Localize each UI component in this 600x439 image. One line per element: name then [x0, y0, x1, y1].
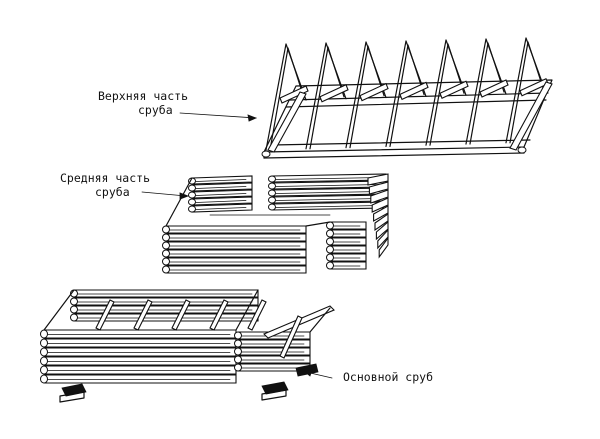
- log-course: [70, 289, 259, 298]
- log-course: [40, 365, 237, 375]
- log-course: [162, 257, 307, 266]
- log-course: [326, 253, 367, 262]
- base-frame-drawing: [40, 289, 335, 403]
- log-course: [70, 305, 259, 314]
- middle-part-label-line2: сруба: [95, 185, 130, 199]
- log-course: [326, 229, 367, 238]
- rafter-truss: [345, 41, 389, 149]
- log-course: [326, 245, 367, 254]
- rafter-truss: [385, 40, 429, 147]
- log-course: [40, 374, 237, 384]
- log-course: [40, 338, 237, 348]
- log-course: [40, 329, 237, 339]
- rafter-truss: [505, 37, 549, 144]
- log-course: [268, 180, 387, 190]
- log-course: [188, 203, 253, 213]
- log-course: [40, 356, 237, 366]
- rafter-truss: [305, 42, 349, 150]
- upper-frame-drawing: [261, 37, 553, 159]
- log-course: [162, 265, 307, 274]
- log-course: [268, 194, 387, 204]
- log-course: [188, 182, 253, 192]
- log-course: [162, 233, 307, 242]
- leader-arrows: [141, 112, 333, 379]
- rafter-truss: [265, 43, 309, 151]
- log-course: [162, 241, 307, 250]
- log-course: [326, 221, 367, 230]
- log-course: [188, 196, 253, 206]
- log-course: [162, 225, 307, 234]
- upper-part-label-line2: сруба: [138, 103, 173, 117]
- log-course: [70, 297, 259, 306]
- foundation-blocks: [59, 363, 319, 403]
- log-course: [70, 313, 259, 322]
- rafter-truss: [465, 38, 509, 145]
- middle-frame-drawing: [162, 173, 389, 274]
- log-course: [40, 347, 237, 357]
- log-course: [326, 261, 367, 270]
- log-course: [234, 355, 311, 364]
- log-course: [188, 175, 253, 185]
- rafter-truss: [425, 39, 469, 146]
- log-course: [234, 347, 311, 356]
- base-frame-label: Основной сруб: [343, 370, 434, 384]
- upper-part-label: Верхняя часть: [98, 89, 189, 103]
- middle-part-label: Средняя часть: [60, 171, 151, 185]
- log-course: [162, 249, 307, 258]
- log-course: [188, 189, 253, 199]
- log-course: [326, 237, 367, 246]
- log-course: [234, 339, 311, 348]
